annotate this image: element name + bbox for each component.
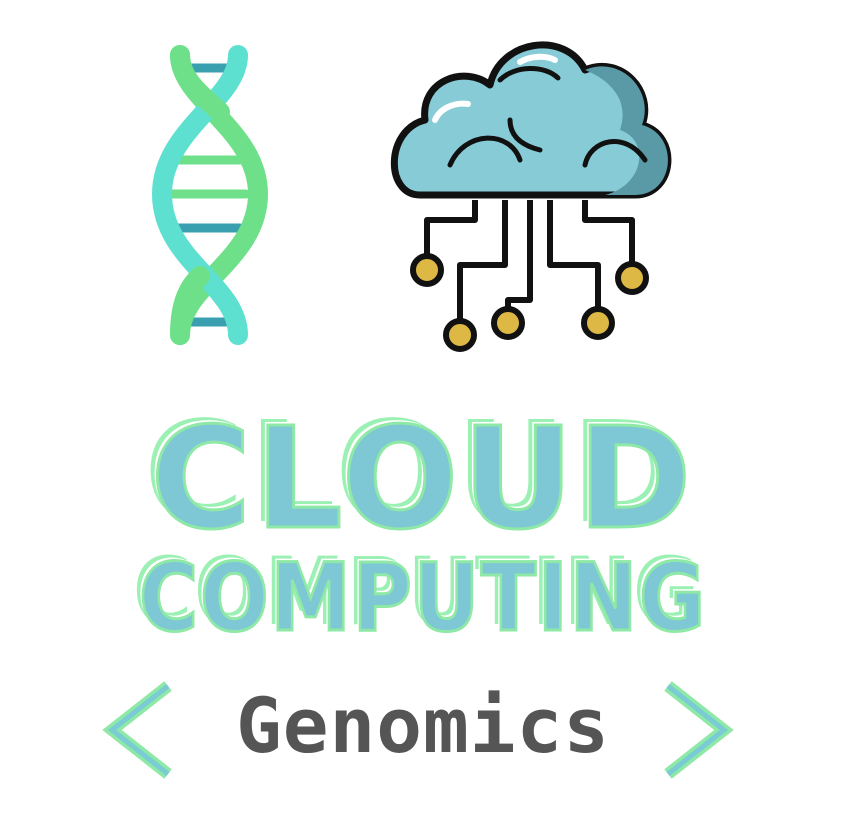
title-computing: COMPUTING — [138, 544, 708, 653]
title-cloud: CLOUD — [149, 398, 696, 561]
chevron-right-icon — [664, 681, 734, 779]
chevron-left-icon — [102, 681, 172, 779]
cloud-network-icon — [390, 41, 672, 352]
dna-helix-icon — [151, 45, 269, 345]
subtitle-genomics: Genomics — [235, 681, 611, 770]
